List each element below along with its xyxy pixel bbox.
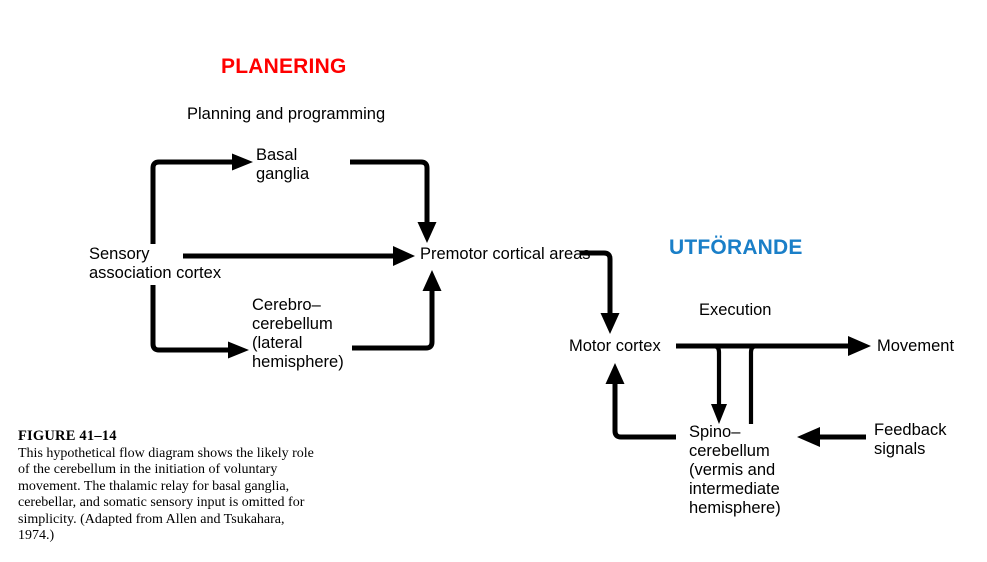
label-planning-and-programming: Planning and programming — [187, 105, 386, 123]
edge-spino-to-motorcortex — [612, 384, 676, 440]
label-cerebro-cerebellum: Cerebro– cerebellum (lateral hemisphere) — [252, 296, 344, 371]
heading-utforande: UTFÖRANDE — [669, 236, 803, 259]
figure-caption-title: FIGURE 41–14 — [18, 428, 117, 444]
arrowhead-sensory-to-basal — [232, 153, 253, 171]
edge-spino-to-movement-branch — [748, 343, 758, 424]
edge-sensory-to-basal — [150, 159, 232, 244]
label-premotor-cortical-areas: Premotor cortical areas — [420, 245, 591, 263]
arrowhead-sensory-to-premotor — [393, 246, 415, 266]
arrowhead-motorcortex-to-spino — [711, 404, 727, 424]
label-movement: Movement — [877, 337, 955, 355]
label-spino-cerebellum: Spino– cerebellum (vermis and intermedia… — [689, 423, 781, 517]
arrowhead-cerebro-to-premotor — [422, 270, 442, 291]
figure-caption-body: This hypothetical flow diagram shows the… — [18, 446, 314, 544]
label-motor-cortex: Motor cortex — [569, 337, 661, 355]
arrowhead-sensory-to-cerebro — [228, 341, 249, 359]
label-basal-ganglia: Basal ganglia — [256, 146, 310, 183]
arrowhead-premotor-to-motorcortex — [600, 313, 620, 334]
label-feedback-signals: Feedback signals — [874, 421, 947, 458]
arrowhead-basal-to-premotor — [417, 222, 437, 243]
arrowhead-motorcortex-to-movement — [848, 336, 871, 356]
arrowhead-feedback-to-spino — [797, 427, 820, 447]
edge-cerebro-to-premotor — [352, 291, 435, 351]
label-sensory-association-cortex: Sensory association cortex — [89, 245, 222, 282]
edge-motorcortex-to-spino — [712, 343, 722, 404]
heading-planering: PLANERING — [221, 55, 347, 78]
edge-sensory-to-cerebro — [150, 285, 228, 353]
edge-premotor-to-motorcortex — [580, 250, 613, 313]
edge-basal-to-premotor — [350, 159, 430, 222]
figure-caption: FIGURE 41–14 This hypothetical flow diag… — [18, 428, 320, 544]
label-execution: Execution — [699, 301, 772, 319]
arrowhead-spino-to-motorcortex — [605, 363, 625, 384]
